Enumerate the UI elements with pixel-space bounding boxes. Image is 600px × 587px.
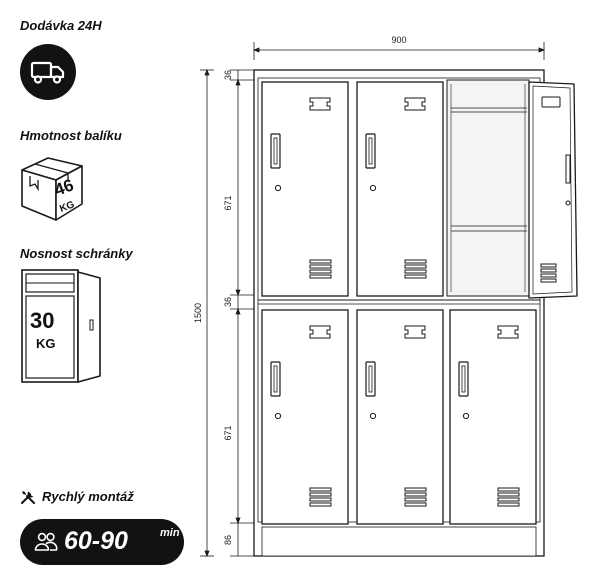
vent-slot (309, 487, 332, 492)
vent-slot (309, 259, 332, 264)
people-icon (34, 532, 58, 551)
package-weight-label: Hmotnost balíku (20, 128, 122, 143)
vent-slot (497, 502, 520, 507)
lock-icon (462, 412, 470, 420)
vent-slot (309, 264, 332, 269)
bottom-compartment-dimension: 671 (223, 425, 233, 440)
door-panel (356, 81, 444, 297)
vent-slot (404, 274, 427, 279)
locker-door (356, 309, 444, 525)
vent-slot (404, 259, 427, 264)
locker-door (449, 309, 537, 525)
assembly-time-unit: min (160, 527, 180, 539)
locker-capacity-value: 30 (30, 308, 54, 333)
vent-slot (404, 264, 427, 269)
open-door (528, 81, 578, 299)
door-panel (449, 309, 537, 525)
lock-icon (369, 184, 377, 192)
locker-door (356, 81, 444, 297)
vent-slot (404, 502, 427, 507)
middle-gap-dimension: 36 (223, 297, 233, 307)
lock-icon (274, 412, 282, 420)
vent-slot (309, 492, 332, 497)
lock-icon (274, 184, 282, 192)
vent-slot (404, 497, 427, 502)
door-panel (261, 81, 349, 297)
width-dimension: 900 (391, 35, 406, 45)
base-dimension: 86 (223, 535, 233, 545)
assembly-time-value: 60-90 (64, 527, 128, 555)
vent-slot (309, 502, 332, 507)
package-box-icon: 46 KG (18, 152, 86, 229)
name-plate (404, 325, 426, 339)
feature-sidebar: Dodávka 24H Hmotnost balíku 46 KG Nosnos… (0, 0, 200, 587)
dimension-lines (200, 42, 546, 558)
vent-slot (309, 269, 332, 274)
assembly-label: Rychlý montáž (42, 489, 134, 504)
delivery-badge (20, 44, 76, 100)
vent-slot (497, 497, 520, 502)
door-handle-inner (368, 365, 373, 393)
delivery-label: Dodávka 24H (20, 18, 102, 33)
door-handle-inner (368, 137, 373, 165)
vent-slot (309, 497, 332, 502)
name-plate (404, 97, 426, 111)
vent-slot (404, 269, 427, 274)
vent-slot (309, 274, 332, 279)
top-gap-dimension: 36 (223, 70, 233, 80)
vent-slot (497, 492, 520, 497)
name-plate (497, 325, 519, 339)
name-plate (309, 97, 331, 111)
locker-door (261, 309, 349, 525)
tools-icon (21, 491, 35, 504)
height-dimension: 1500 (193, 303, 203, 323)
door-handle-inner (273, 365, 278, 393)
door-panel (356, 309, 444, 525)
door-handle-inner (273, 137, 278, 165)
door-handle-inner (461, 365, 466, 393)
locker-doors (261, 81, 537, 525)
locker-door (261, 81, 349, 297)
assembly-time-pill: 60-90 min (20, 519, 184, 565)
locker-capacity-unit: KG (36, 336, 56, 351)
package-weight-unit: KG (58, 199, 76, 215)
lock-icon (369, 412, 377, 420)
door-panel (261, 309, 349, 525)
vent-slot (404, 492, 427, 497)
locker-capacity-label: Nosnost schránky (20, 246, 133, 261)
open-locker-icon: 30 KG (20, 268, 104, 391)
vent-slot (497, 487, 520, 492)
open-compartment-interior (446, 79, 530, 297)
delivery-truck-icon (30, 61, 65, 84)
vent-slot (404, 487, 427, 492)
name-plate (309, 325, 331, 339)
top-compartment-dimension: 671 (223, 195, 233, 210)
